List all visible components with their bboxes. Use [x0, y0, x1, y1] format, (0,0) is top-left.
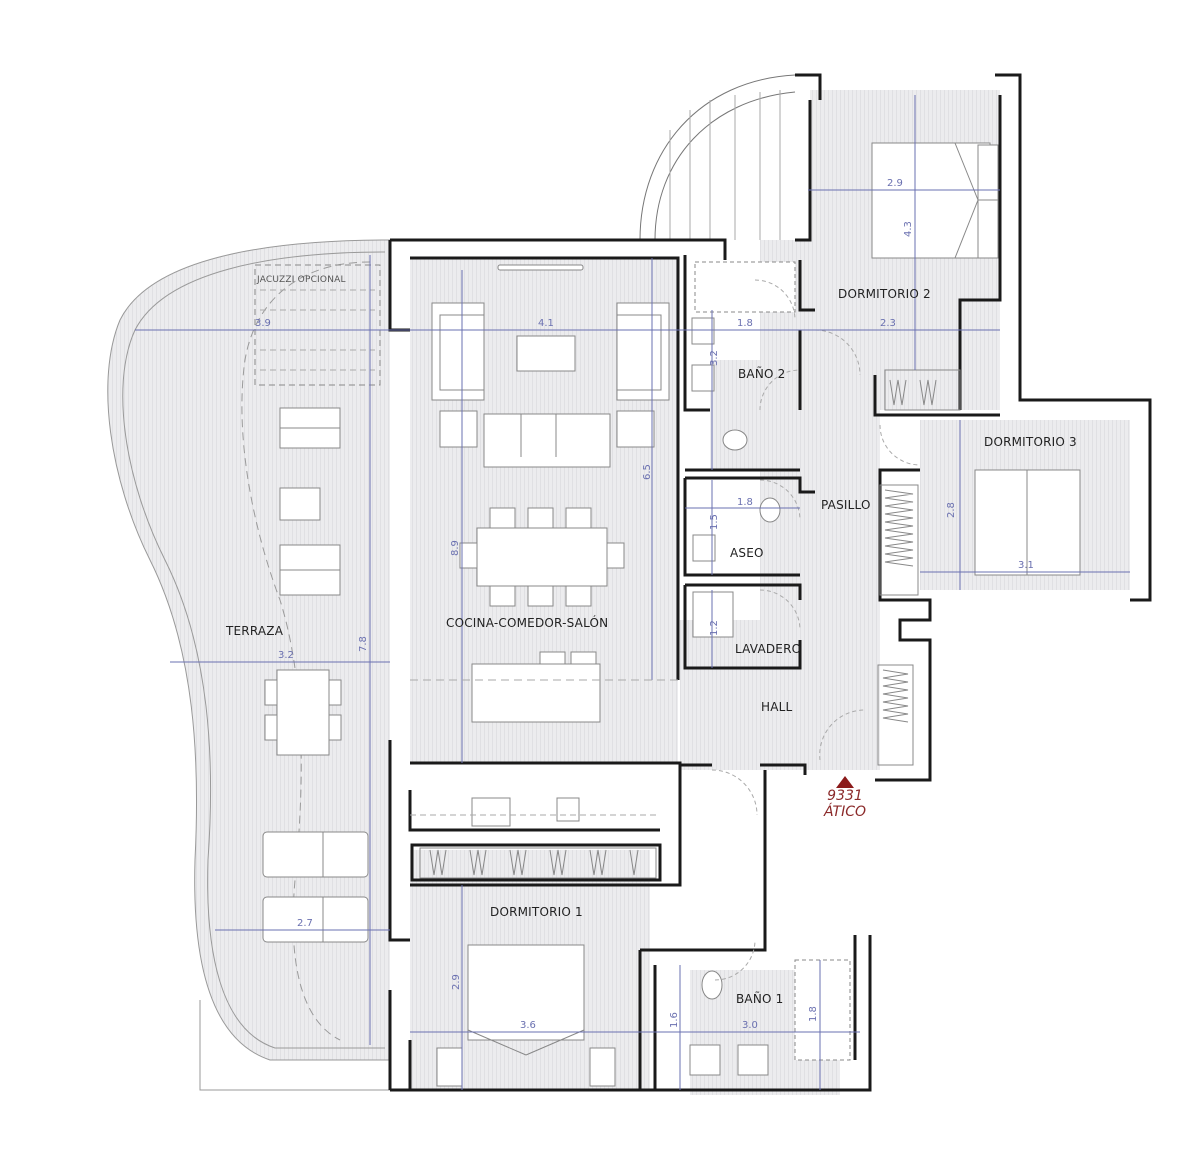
room-label-jacuzzi: JACUZZI OPCIONAL [257, 275, 346, 285]
room-label-terraza: TERRAZA [226, 624, 284, 638]
terrace-furniture [262, 407, 369, 943]
dim-cocina-depth: 8.9 [450, 540, 461, 556]
unit-marker: 9331 ÁTICO [820, 776, 870, 820]
dim-lavadero-depth: 1.2 [709, 620, 720, 636]
room-label-dormitorio-2: DORMITORIO 2 [838, 287, 931, 301]
dim-terraza-mid-width: 3.2 [278, 650, 294, 661]
dim-bano2-depth: 3.2 [709, 350, 720, 366]
room-label-dormitorio-1: DORMITORIO 1 [490, 905, 583, 919]
dim-dorm3-depth: 2.8 [946, 502, 957, 518]
dim-terraza-depth: 7.8 [358, 636, 369, 652]
room-label-bano-2: BAÑO 2 [738, 367, 786, 381]
dim-aseo-width: 1.8 [737, 497, 753, 508]
dim-bano1-depth-left: 1.6 [669, 1012, 680, 1028]
room-label-dormitorio-3: DORMITORIO 3 [984, 435, 1077, 449]
dim-dorm2-depth: 4.3 [903, 221, 914, 237]
wardrobes [419, 369, 961, 879]
dim-salon-depth: 6.5 [642, 464, 653, 480]
dim-bano1-depth-right: 1.8 [808, 1006, 819, 1022]
entrance-triangle-icon [836, 776, 854, 788]
unit-type: ÁTICO [823, 804, 867, 820]
dim-dorm2-width: 2.9 [887, 178, 903, 189]
room-label-lavadero: LAVADERO [735, 642, 802, 656]
dimension-lines [135, 95, 1130, 1090]
curved-balcony [639, 74, 796, 241]
jacuzzi-zone [254, 264, 381, 386]
dim-dorm3-width: 3.1 [1018, 560, 1034, 571]
dim-dorm1-depth: 2.9 [451, 974, 462, 990]
dim-aseo-depth: 1.5 [709, 514, 720, 530]
door-swings [711, 279, 921, 981]
dim-bano1-width: 3.0 [742, 1020, 758, 1031]
room-label-aseo: ASEO [730, 546, 764, 560]
room-label-cocina-comedor-salon: COCINA-COMEDOR-SALÓN [446, 616, 609, 630]
dim-dorm2-lower-width: 2.3 [880, 318, 896, 329]
room-label-bano-1: BAÑO 1 [736, 992, 784, 1006]
dim-dorm1-width: 3.6 [520, 1020, 536, 1031]
room-label-hall: HALL [761, 700, 793, 714]
dim-terraza-top-width: 3.9 [255, 318, 271, 329]
unit-number: 9331 [827, 788, 863, 804]
dim-terraza-bottom-width: 2.7 [297, 918, 313, 929]
living-furniture [431, 264, 670, 827]
dim-bano2-width: 1.8 [737, 318, 753, 329]
room-label-pasillo: PASILLO [821, 498, 871, 512]
terrace-area [107, 239, 391, 1091]
dim-salon-width: 4.1 [538, 318, 554, 329]
bedroom-furniture [436, 142, 1081, 1087]
